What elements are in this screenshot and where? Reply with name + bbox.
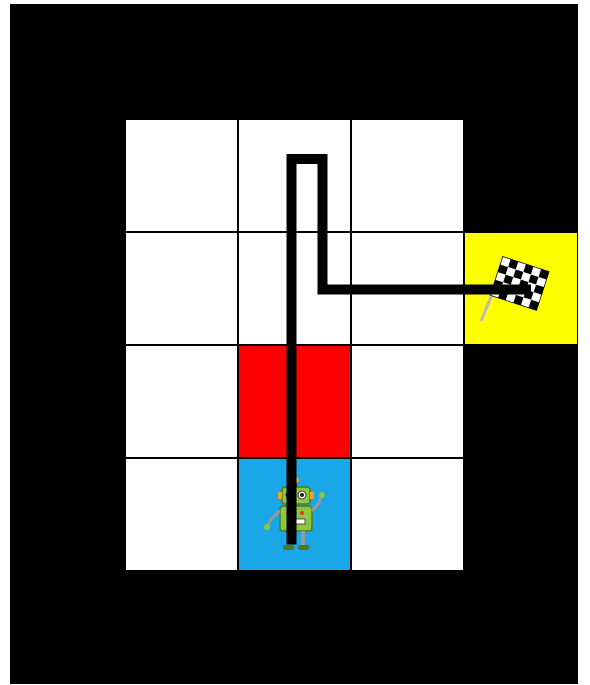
cell-goal-r2-c4[interactable] [465,233,577,344]
cell-open-r3-c3[interactable] [352,346,463,457]
cell-open-r1-c1[interactable] [126,120,237,231]
cell-open-r2-c3[interactable] [352,233,463,344]
cell-open-r4-c1[interactable] [126,459,237,570]
checkered-flag-icon [465,233,576,344]
cell-open-r1-c3[interactable] [352,120,463,231]
game-board [10,4,578,684]
robot-icon [239,459,350,570]
cell-open-r1-c2[interactable] [239,120,350,231]
cell-hazard-r3-c2[interactable] [239,346,350,457]
cell-open-r4-c3[interactable] [352,459,463,570]
cell-open-r3-c1[interactable] [126,346,237,457]
cell-open-r2-c1[interactable] [126,233,237,344]
cell-open-r2-c2[interactable] [239,233,350,344]
cell-start-r4-c2[interactable] [239,459,350,570]
